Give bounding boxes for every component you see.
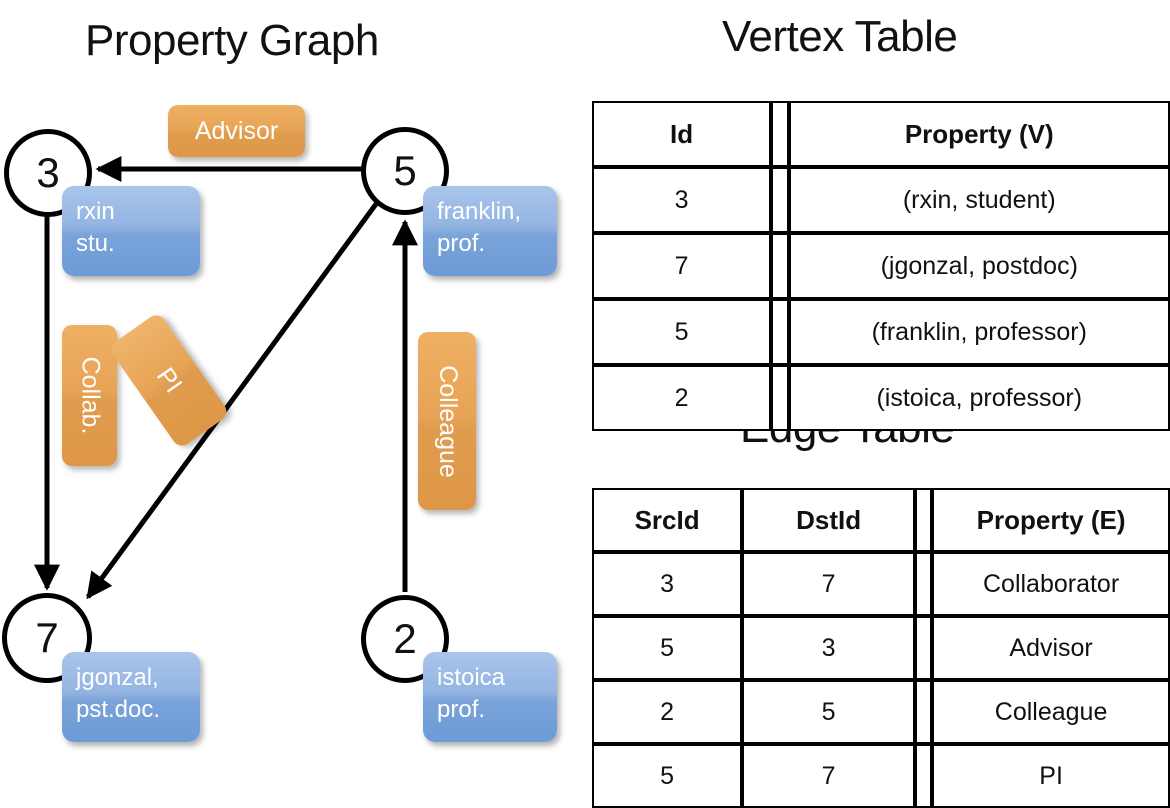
edge-label-collab: Collab. [62, 325, 117, 466]
column-gap [915, 552, 932, 616]
edge-row-srcid: 3 [592, 552, 742, 616]
column-gap [771, 101, 788, 167]
vertex-table: Id Property (V) 3 (rxin, student) 7 (jgo… [592, 101, 1170, 431]
vertex-row-property: (franklin, professor) [789, 299, 1170, 365]
vertex-table-header-property: Property (V) [789, 101, 1170, 167]
vertex-row-id: 5 [592, 299, 771, 365]
edge-row-property: PI [932, 744, 1170, 808]
vertex-row-property: (istoica, professor) [789, 365, 1170, 431]
column-gap [915, 616, 932, 680]
vertex-property-box-7: jgonzal, pst.doc. [62, 652, 200, 742]
table-row[interactable]: 5 7 PI [592, 744, 1170, 808]
table-row[interactable]: 2 5 Colleague [592, 680, 1170, 744]
edge-row-dstid: 7 [742, 552, 915, 616]
vertex-property-line-2: prof. [437, 694, 543, 726]
vertex-table-header-id: Id [592, 101, 771, 167]
edge-row-srcid: 2 [592, 680, 742, 744]
table-row[interactable]: 5 (franklin, professor) [592, 299, 1170, 365]
graph-node-3-label: 3 [36, 152, 59, 194]
column-gap [915, 488, 932, 552]
edge-table: SrcId DstId Property (E) 3 7 Collaborato… [592, 488, 1170, 808]
table-header-row: SrcId DstId Property (E) [592, 488, 1170, 552]
vertex-property-line-1: rxin [76, 196, 186, 228]
column-gap [771, 365, 788, 431]
column-gap [771, 233, 788, 299]
graph-node-7-label: 7 [35, 617, 58, 659]
edge-row-property: Collaborator [932, 552, 1170, 616]
vertex-property-box-3: rxin stu. [62, 186, 200, 276]
edge-table-header-dstid: DstId [742, 488, 915, 552]
table-row[interactable]: 2 (istoica, professor) [592, 365, 1170, 431]
page-title-vertex-table: Vertex Table [722, 12, 957, 62]
edge-label-pi-text: PI [150, 363, 187, 399]
vertex-property-line-1: istoica [437, 662, 543, 694]
vertex-row-id: 3 [592, 167, 771, 233]
edge-row-dstid: 3 [742, 616, 915, 680]
vertex-row-id: 7 [592, 233, 771, 299]
table-row[interactable]: 5 3 Advisor [592, 616, 1170, 680]
column-gap [771, 167, 788, 233]
vertex-property-box-2: istoica prof. [423, 652, 557, 742]
vertex-property-line-2: prof. [437, 228, 543, 260]
edge-row-srcid: 5 [592, 616, 742, 680]
table-row[interactable]: 3 7 Collaborator [592, 552, 1170, 616]
edge-row-dstid: 5 [742, 680, 915, 744]
table-row[interactable]: 7 (jgonzal, postdoc) [592, 233, 1170, 299]
edge-table-header-property: Property (E) [932, 488, 1170, 552]
edge-label-collab-text: Collab. [75, 357, 104, 435]
property-graph-diagram: 3 5 7 2 rxin stu. franklin, prof. jgonza… [0, 0, 585, 760]
edge-table-header-srcid: SrcId [592, 488, 742, 552]
graph-node-2-label: 2 [393, 618, 416, 660]
edge-label-advisor: Advisor [168, 105, 305, 157]
vertex-row-property: (jgonzal, postdoc) [789, 233, 1170, 299]
vertex-property-line-1: franklin, [437, 196, 543, 228]
vertex-row-property: (rxin, student) [789, 167, 1170, 233]
edge-row-srcid: 5 [592, 744, 742, 808]
edge-label-advisor-text: Advisor [195, 117, 278, 146]
table-header-row: Id Property (V) [592, 101, 1170, 167]
vertex-row-id: 2 [592, 365, 771, 431]
column-gap [915, 680, 932, 744]
graph-node-5-label: 5 [393, 150, 416, 192]
table-row[interactable]: 3 (rxin, student) [592, 167, 1170, 233]
vertex-property-line-1: jgonzal, [76, 662, 186, 694]
edge-row-property: Colleague [932, 680, 1170, 744]
column-gap [771, 299, 788, 365]
edge-row-dstid: 7 [742, 744, 915, 808]
column-gap [915, 744, 932, 808]
vertex-property-line-2: stu. [76, 228, 186, 260]
edge-label-colleague-text: Colleague [433, 365, 462, 478]
vertex-property-line-2: pst.doc. [76, 694, 186, 726]
edge-label-colleague: Colleague [418, 332, 476, 510]
edge-row-property: Advisor [932, 616, 1170, 680]
vertex-property-box-5: franklin, prof. [423, 186, 557, 276]
